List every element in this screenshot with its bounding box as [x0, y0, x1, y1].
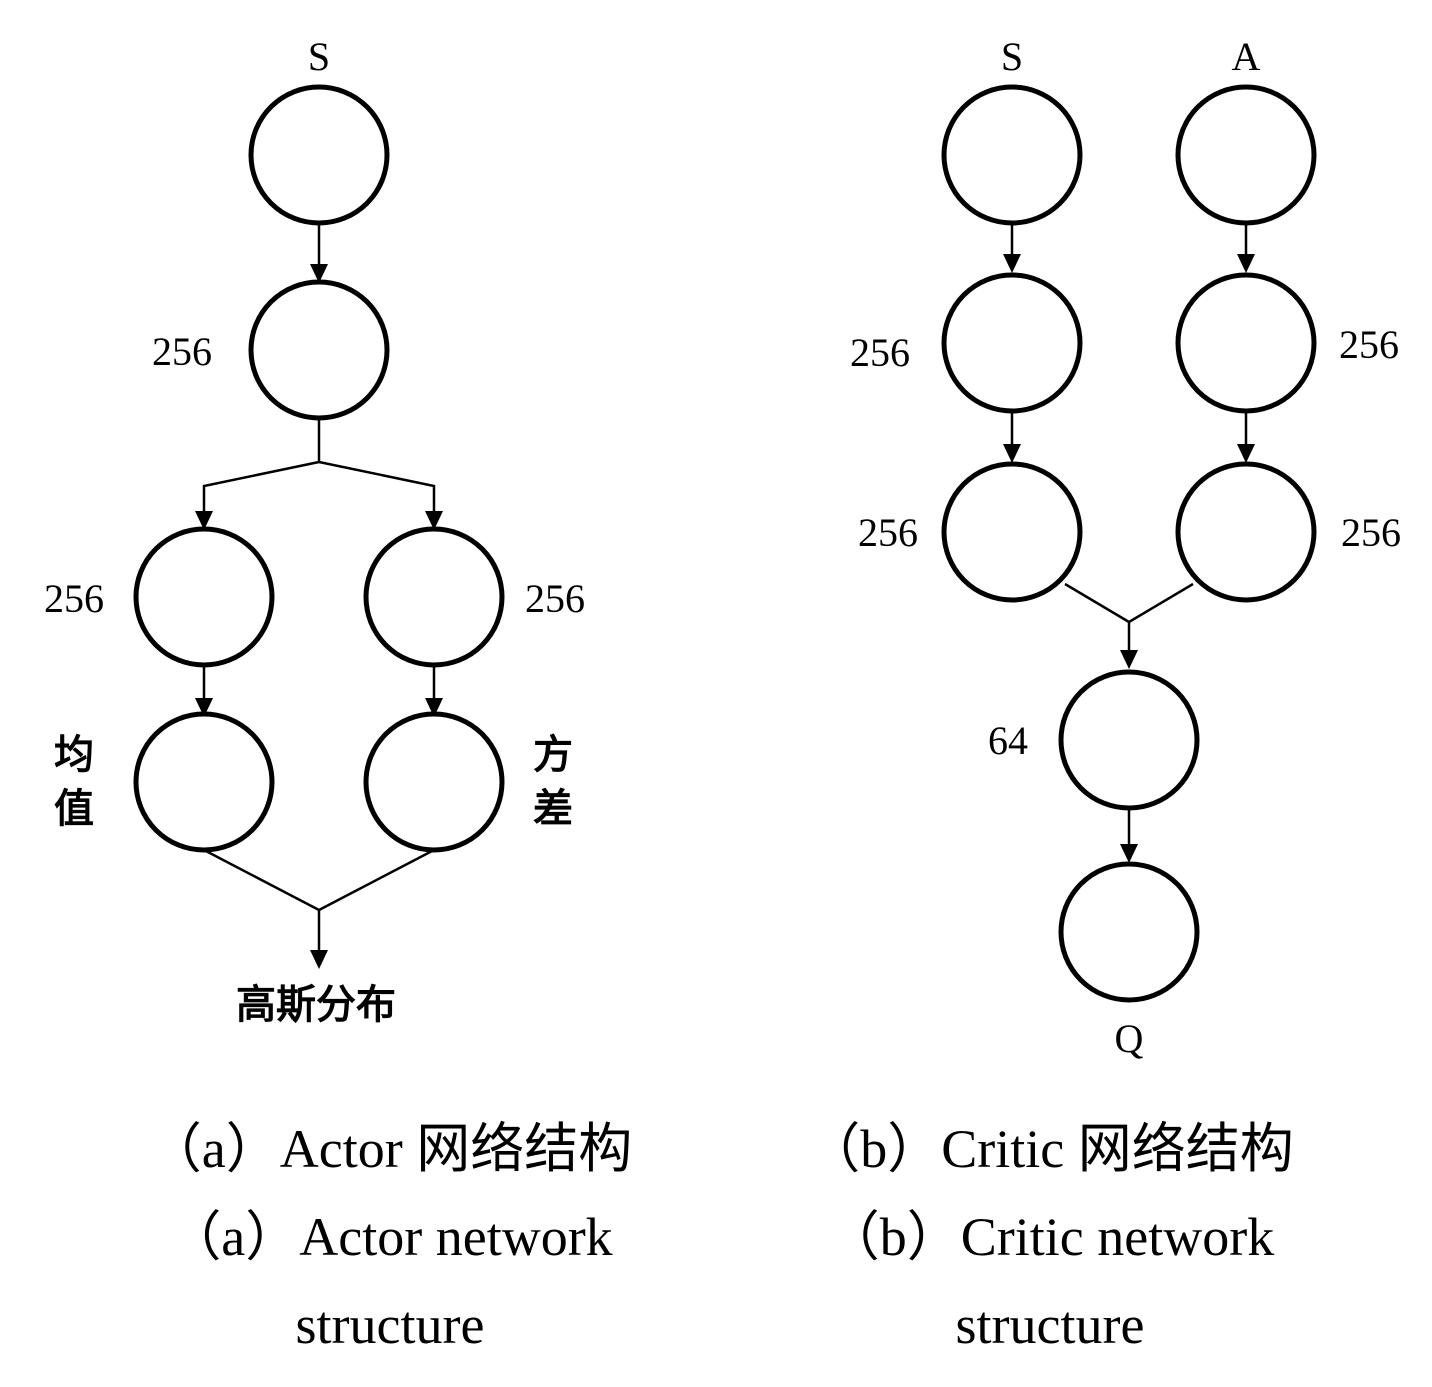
critic-merge-node	[1058, 669, 1200, 811]
critic-arrow-state-h1	[1003, 254, 1021, 273]
critic-action-hidden1-node	[1175, 272, 1317, 414]
critic-arrow-output	[1120, 844, 1138, 863]
actor-mean-label-char2: 值	[54, 786, 94, 832]
actor-caption-cn: （a）Actor 网络结构	[147, 1119, 633, 1179]
actor-variance-label-char2: 差	[533, 786, 573, 832]
actor-edge-variance-output	[318, 848, 435, 912]
actor-mean-label-char1: 均	[54, 732, 94, 778]
actor-branch-right-node	[363, 526, 505, 668]
actor-branch-left-label: 256	[44, 576, 104, 621]
critic-state-label: S	[1001, 34, 1023, 79]
critic-state-hidden1-node	[941, 272, 1083, 414]
critic-action-hidden2-node	[1175, 461, 1317, 603]
actor-arrow-left-mean	[195, 698, 213, 717]
actor-branch-left-node	[133, 526, 275, 668]
critic-action-hidden1-label: 256	[1339, 322, 1399, 367]
actor-output-label: 高斯分布	[236, 982, 396, 1028]
actor-edge-split-left	[202, 460, 320, 513]
critic-action-hidden2-label: 256	[1341, 510, 1401, 555]
actor-arrow-split-right	[425, 511, 443, 530]
critic-action-node	[1175, 84, 1317, 226]
critic-arrow-state-h2	[1003, 444, 1021, 463]
actor-branch-right-label: 256	[525, 576, 585, 621]
critic-network: S A 256 256 256 256 64 Q	[850, 34, 1401, 1061]
actor-arrow-input-hidden	[310, 264, 328, 283]
actor-mean-node	[133, 711, 275, 853]
critic-arrow-merge	[1120, 650, 1138, 669]
actor-variance-label-char1: 方	[533, 732, 573, 778]
actor-network: S 256 256 256 均 值 方 差 高斯分布	[44, 34, 585, 1028]
critic-state-node	[941, 84, 1083, 226]
critic-output-label: Q	[1115, 1016, 1144, 1061]
actor-hidden-label: 256	[152, 329, 212, 374]
actor-edge-mean-output	[203, 848, 320, 912]
critic-state-hidden2-label: 256	[858, 510, 918, 555]
actor-hidden-node	[248, 279, 390, 421]
critic-arrow-action-h2	[1237, 444, 1255, 463]
critic-state-hidden1-label: 256	[850, 330, 910, 375]
critic-edge-state-merge	[1064, 582, 1130, 624]
critic-merge-label: 64	[988, 718, 1028, 763]
actor-input-label: S	[308, 34, 330, 79]
actor-arrow-right-variance	[425, 698, 443, 717]
actor-edge-split-right	[318, 460, 436, 513]
critic-caption-en-line1: （b）Critic network	[825, 1207, 1275, 1267]
critic-caption-cn: （b）Critic 网络结构	[806, 1119, 1294, 1179]
critic-caption-en-line2: structure	[955, 1295, 1145, 1355]
critic-edge-action-merge	[1128, 582, 1194, 624]
actor-caption-en-line2: structure	[295, 1295, 485, 1355]
actor-caption-en-line1: （a）Actor network	[167, 1207, 613, 1267]
critic-output-node	[1058, 861, 1200, 1003]
critic-action-label: A	[1232, 34, 1261, 79]
critic-arrow-action-h1	[1237, 254, 1255, 273]
actor-input-node	[248, 84, 390, 226]
actor-arrow-split-left	[195, 511, 213, 530]
critic-state-hidden2-node	[941, 461, 1083, 603]
actor-variance-node	[363, 711, 505, 853]
actor-arrow-output	[310, 950, 328, 969]
